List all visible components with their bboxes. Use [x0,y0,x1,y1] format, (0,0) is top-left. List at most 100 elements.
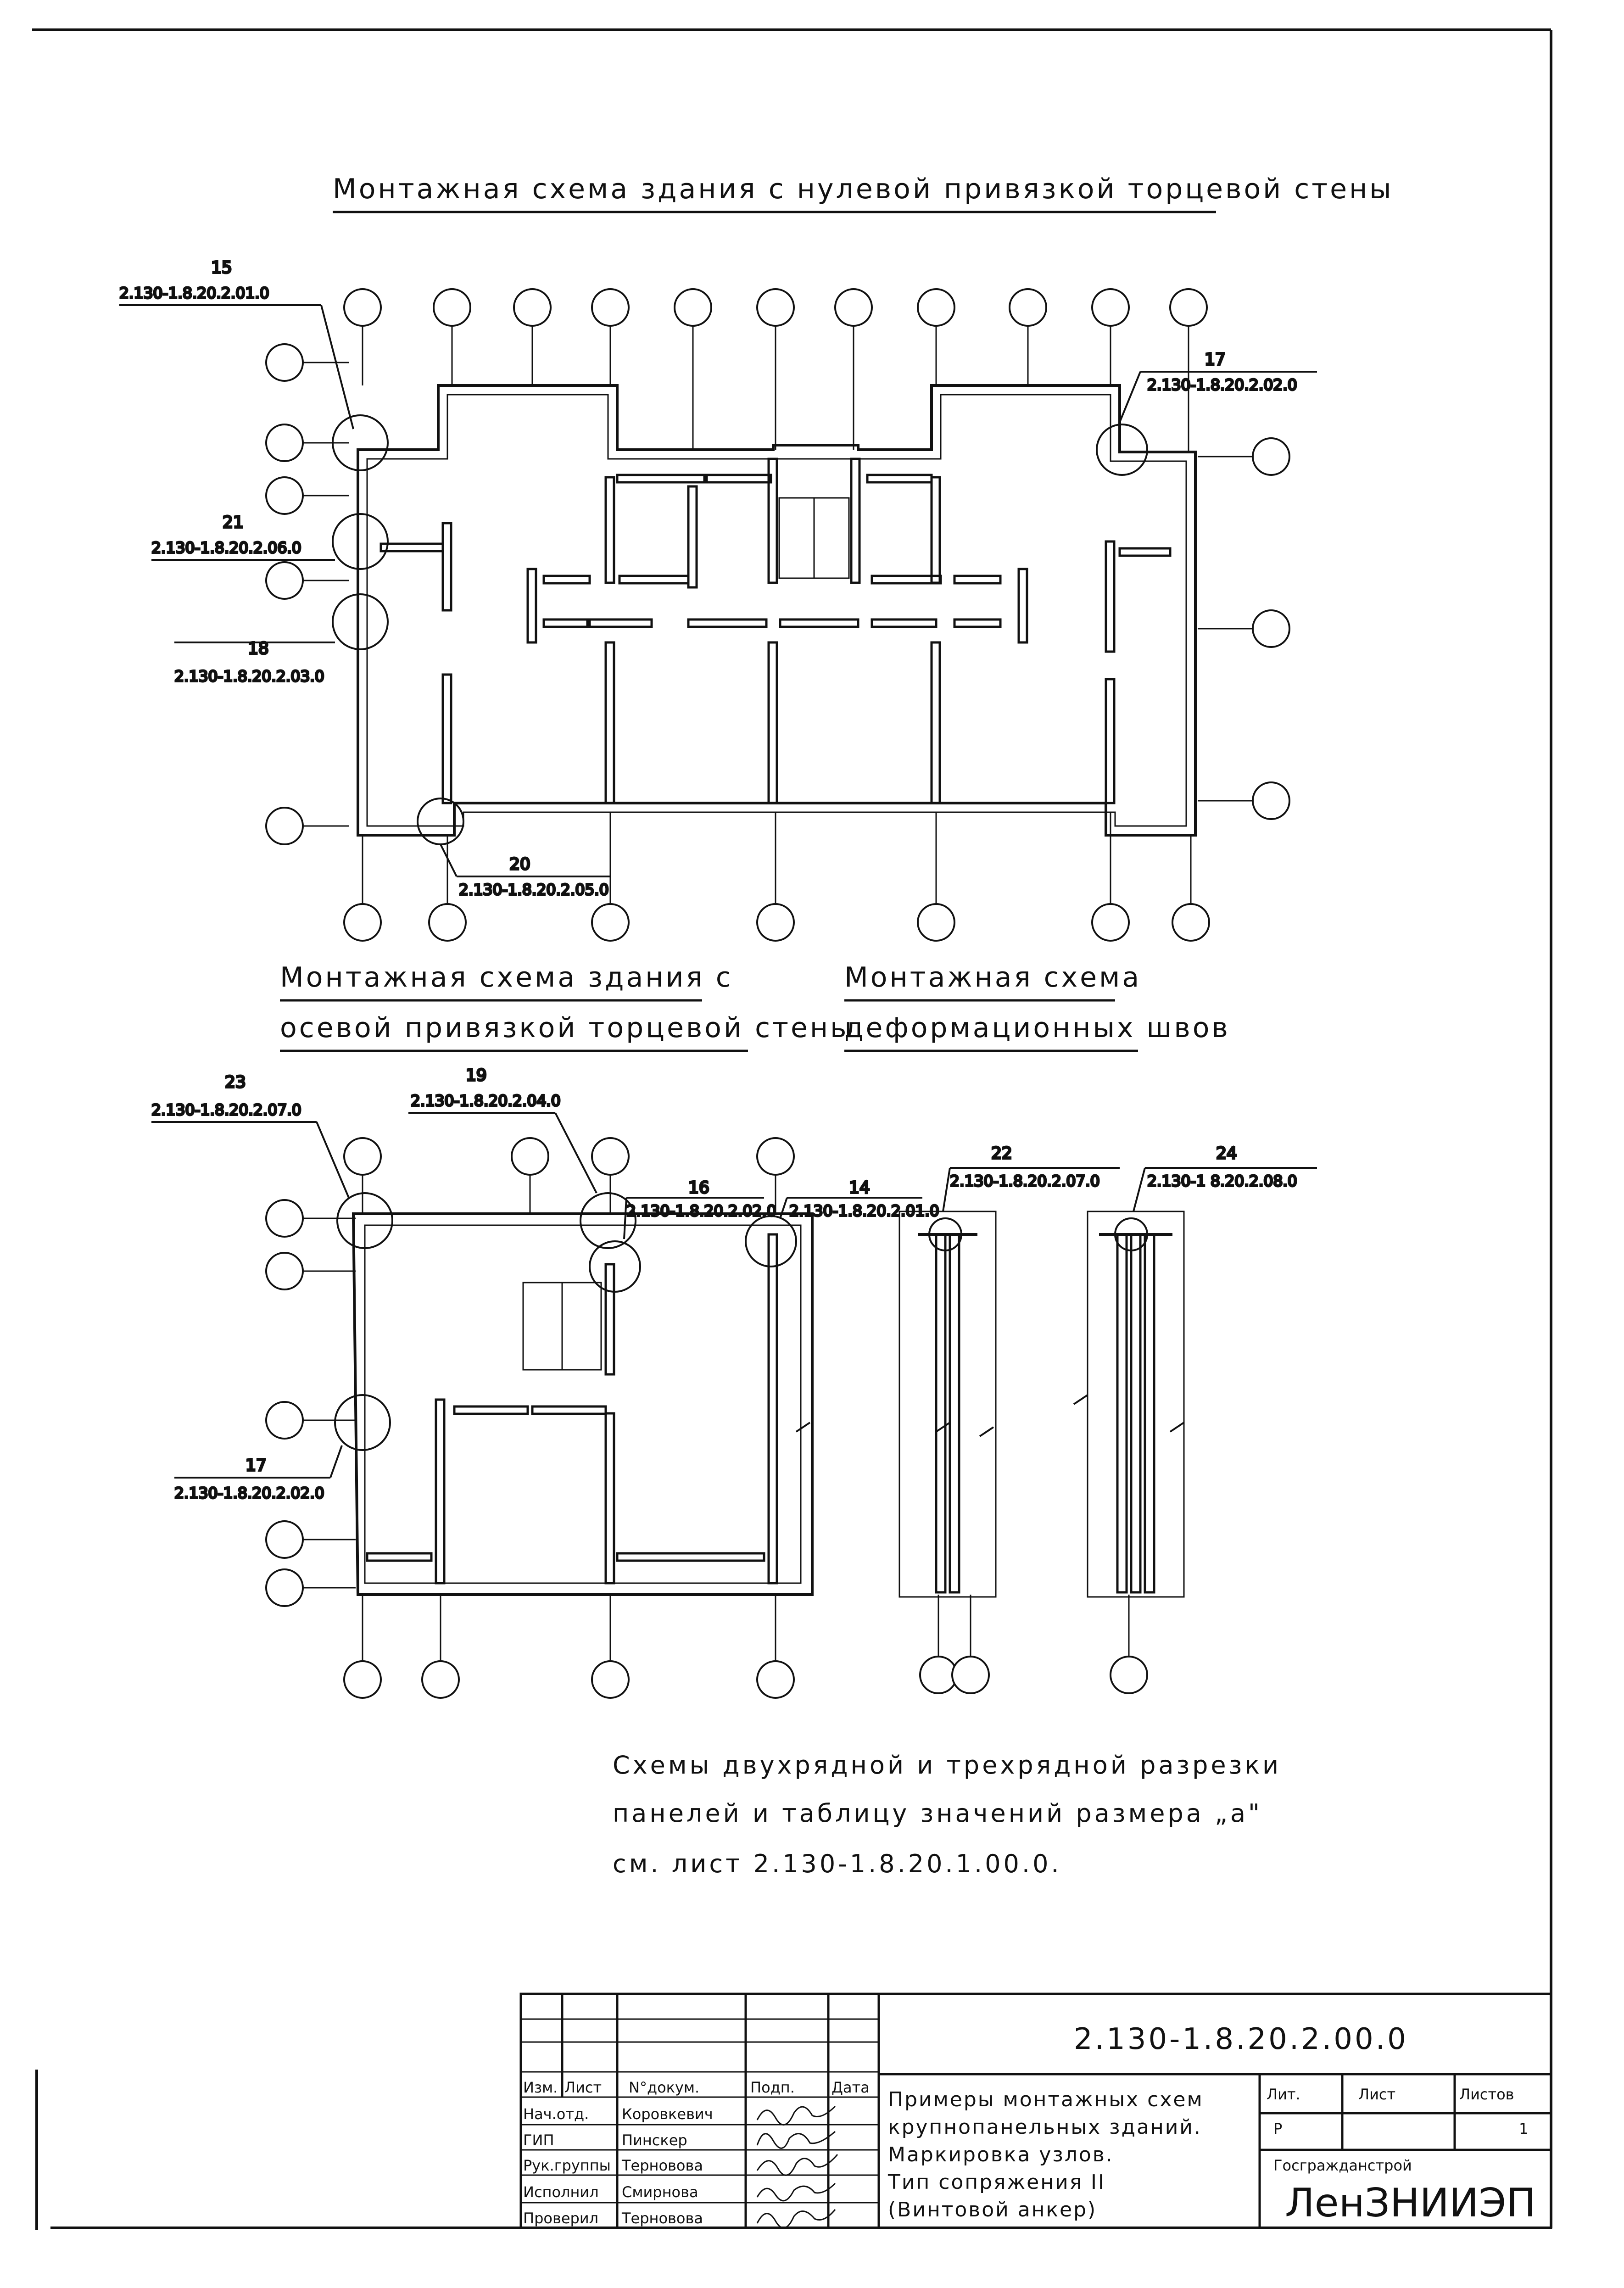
axis-bubble [265,807,304,845]
node-callout-19: 19 2.130-1.8.20.2.04.0 [408,1065,636,1249]
heading-axial-binding-1: Монтажная схема здания с [280,961,733,993]
break-tick [979,1426,994,1437]
axis-bubble [343,288,382,327]
axis-bubble [1252,437,1290,476]
heading-deformation-1: Монтажная схема [844,961,1141,993]
node-callout-14: 14 2.130-1.8.20.2.01.0 [745,1177,940,1267]
axis-bubble [591,903,630,942]
node-number: 16 [688,1178,709,1197]
document-code: 2.130-1.8.20.2.00.0 [1074,2022,1408,2056]
heading-zero-binding: Монтажная схема здания с нулевой привязк… [333,173,1394,205]
person-name: Смирнова [622,2183,698,2201]
stage-label: Лит. [1267,2086,1300,2103]
node-reference: 2.130-1 8.20.2.08.0 [1147,1172,1297,1190]
role-label: ГИП [523,2132,554,2149]
axis-bubble [1091,903,1130,942]
axis-bubbles [265,288,1290,1699]
node-callout-20: 20 2.130-1.8.20.2.05.0 [417,798,610,899]
stage-value: Р [1273,2120,1282,2137]
axis-bubble [265,343,304,382]
axis-bubble [1009,288,1047,327]
node-reference: 2.130-1.8.20.2.04.0 [411,1092,561,1110]
node-callout-24: 24 2.130-1 8.20.2.08.0 [1114,1143,1317,1251]
header-signature: Подп. [750,2079,795,2096]
organization: Госгражданстрой [1273,2157,1412,2174]
axis-bubble [433,288,471,327]
axis-bubble [756,1660,795,1699]
person-name: Терновова [621,2210,703,2227]
note-line: см. лист 2.130-1.8.20.1.00.0. [613,1849,1062,1878]
node-callouts: 15 2.130-1.8.20.2.01.0 21 2.130-1.8.20.2… [118,257,1317,1503]
axis-bubble [951,1656,990,1694]
header-date: Дата [832,2079,870,2096]
node-number: 17 [246,1456,267,1475]
axis-bubble [1169,288,1208,327]
note-line: панелей и таблицу значений размера „а" [613,1799,1262,1828]
axis-bubble [511,1137,549,1176]
node-callout-23: 23 2.130-1.8.20.2.07.0 [151,1072,393,1249]
reference-note: Схемы двухрядной и трехрядной разрезки п… [613,1751,1281,1878]
person-name: Коровкевич [622,2105,713,2123]
node-reference: 2.130-1.8.20.2.03.0 [174,667,324,685]
signatures [756,2105,838,2229]
node-reference: 2.130-1.8.20.2.02.0 [626,1202,776,1220]
node-callout-17: 17 2.130-1.8.20.2.02.0 [1096,349,1317,476]
role-label: Исполнил [523,2183,599,2201]
sheet-frame [32,28,1552,2230]
header-doc-number: N°докум. [629,2079,699,2096]
node-callout-17-axial: 17 2.130-1.8.20.2.02.0 [173,1394,391,1503]
node-number: 21 [223,513,244,532]
axis-bubble [591,288,630,327]
description-line: крупнопанельных зданий. [888,2115,1202,2139]
axis-bubble [1110,1656,1148,1694]
node-number: 23 [225,1073,246,1092]
axis-bubble [513,288,552,327]
node-number: 14 [849,1178,870,1197]
role-label: Нач.отд. [523,2105,589,2123]
node-number: 15 [211,258,232,277]
role-label: Проверил [523,2210,598,2227]
description-line: (Винтовой анкер) [888,2198,1097,2221]
node-reference: 2.130-1.8.20.2.07.0 [950,1172,1100,1190]
axis-bubble [265,561,304,600]
node-callout-22: 22 2.130-1.8.20.2.07.0 [928,1143,1120,1251]
note-line: Схемы двухрядной и трехрядной разрезки [613,1751,1281,1780]
axis-bubble [265,1199,304,1238]
node-number: 17 [1205,350,1226,369]
axis-bubble [1091,288,1130,327]
plan-axial-binding [352,1212,814,1596]
node-reference: 2.130-1.8.20.2.06.0 [151,539,301,557]
axis-bubble [756,1137,795,1176]
axis-bubble [428,903,467,942]
axis-bubble [343,903,382,942]
axis-bubble [343,1660,382,1699]
node-reference: 2.130-1.8.20.2.07.0 [151,1101,301,1119]
node-reference: 2.130-1.8.20.2.02.0 [1147,376,1297,394]
role-label: Рук.группы [523,2157,611,2174]
break-tick [935,1422,951,1433]
plan-zero-binding [357,384,1197,837]
header-change: Изм. [523,2079,558,2096]
axis-bubble [343,1137,382,1176]
plan-deformation-joints [899,1211,1185,1598]
axis-bubble [265,1401,304,1440]
axis-bubble [591,1660,630,1699]
axis-bubble [1172,903,1210,942]
axis-bubble [421,1660,460,1699]
node-callout-16: 16 2.130-1.8.20.2.02.0 [589,1177,777,1293]
node-number: 19 [466,1066,487,1085]
description-line: Маркировка узлов. [888,2143,1114,2166]
axis-bubble [917,288,955,327]
node-number: 24 [1216,1144,1237,1163]
heading-axial-binding-2: осевой привязкой торцевой стены [280,1012,854,1044]
axis-bubble [265,1252,304,1290]
node-number: 20 [509,855,530,874]
break-tick [795,1422,811,1433]
institute: ЛенЗНИИЭП [1285,2180,1536,2226]
description-line: Примеры монтажных схем [888,2088,1204,2111]
axis-bubble [265,1568,304,1607]
person-name: Терновова [621,2157,703,2174]
heading-deformation-2: деформационных швов [844,1012,1230,1044]
break-tick [1169,1422,1185,1433]
